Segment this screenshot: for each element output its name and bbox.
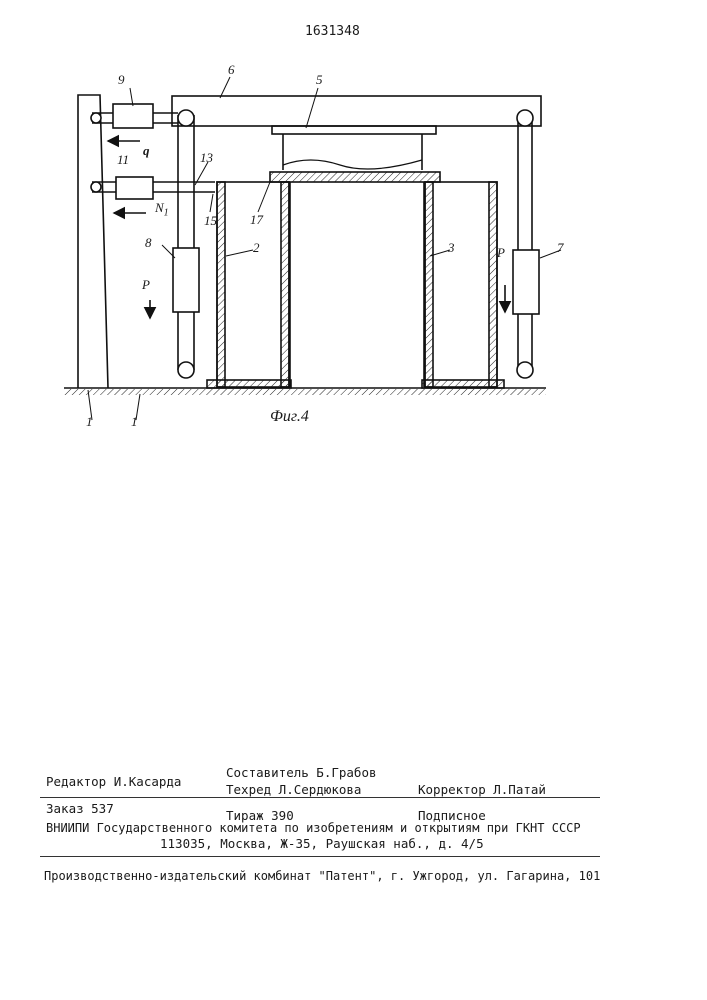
- label-q: q: [143, 143, 150, 159]
- label-5: 5: [316, 72, 323, 88]
- divider-1: [40, 797, 600, 798]
- divider-2: [40, 856, 600, 857]
- colophon-printer: Производственно-издательский комбинат "П…: [44, 869, 600, 883]
- colophon-org: ВНИИПИ Государственного комитета по изоб…: [46, 821, 581, 835]
- label-p-right: P: [497, 245, 505, 261]
- colophon-corrector: Корректор Л.Патай: [418, 782, 546, 797]
- plate-5: [272, 126, 436, 134]
- label-6: 6: [228, 62, 235, 78]
- label-8: 8: [145, 235, 152, 251]
- block-11: [116, 177, 153, 199]
- colophon-order: Заказ 537: [46, 801, 114, 816]
- label-15: 15: [204, 213, 217, 229]
- block-9: [113, 104, 153, 128]
- label-p-left: P: [142, 277, 150, 293]
- label-1b: 1: [131, 414, 138, 430]
- label-11: 11: [117, 152, 129, 168]
- label-n1-main: N: [155, 200, 164, 215]
- colophon-editor: Редактор И.Касарда: [46, 774, 181, 789]
- label-7: 7: [557, 240, 564, 256]
- colophon-techred: Техред Л.Сердюкова: [226, 782, 361, 797]
- label-17: 17: [250, 212, 263, 228]
- label-1a: 1: [86, 414, 93, 430]
- post-1: [78, 95, 108, 388]
- figure-caption: Фиг.4: [270, 408, 309, 426]
- colophon-address: 113035, Москва, Ж-35, Раушская наб., д. …: [160, 836, 484, 851]
- label-3: 3: [448, 240, 455, 256]
- colophon-compiler: Составитель Б.Грабов: [226, 765, 377, 780]
- label-n1-sub: 1: [164, 208, 169, 219]
- technical-drawing: [0, 0, 707, 440]
- pillar-3: [425, 182, 497, 387]
- label-13: 13: [200, 150, 213, 166]
- cylinder-7: [513, 250, 539, 314]
- beam-6: [172, 96, 541, 126]
- label-2: 2: [253, 240, 260, 256]
- label-n1: N1: [155, 200, 169, 219]
- label-9: 9: [118, 72, 125, 88]
- cylinder-8: [173, 248, 199, 312]
